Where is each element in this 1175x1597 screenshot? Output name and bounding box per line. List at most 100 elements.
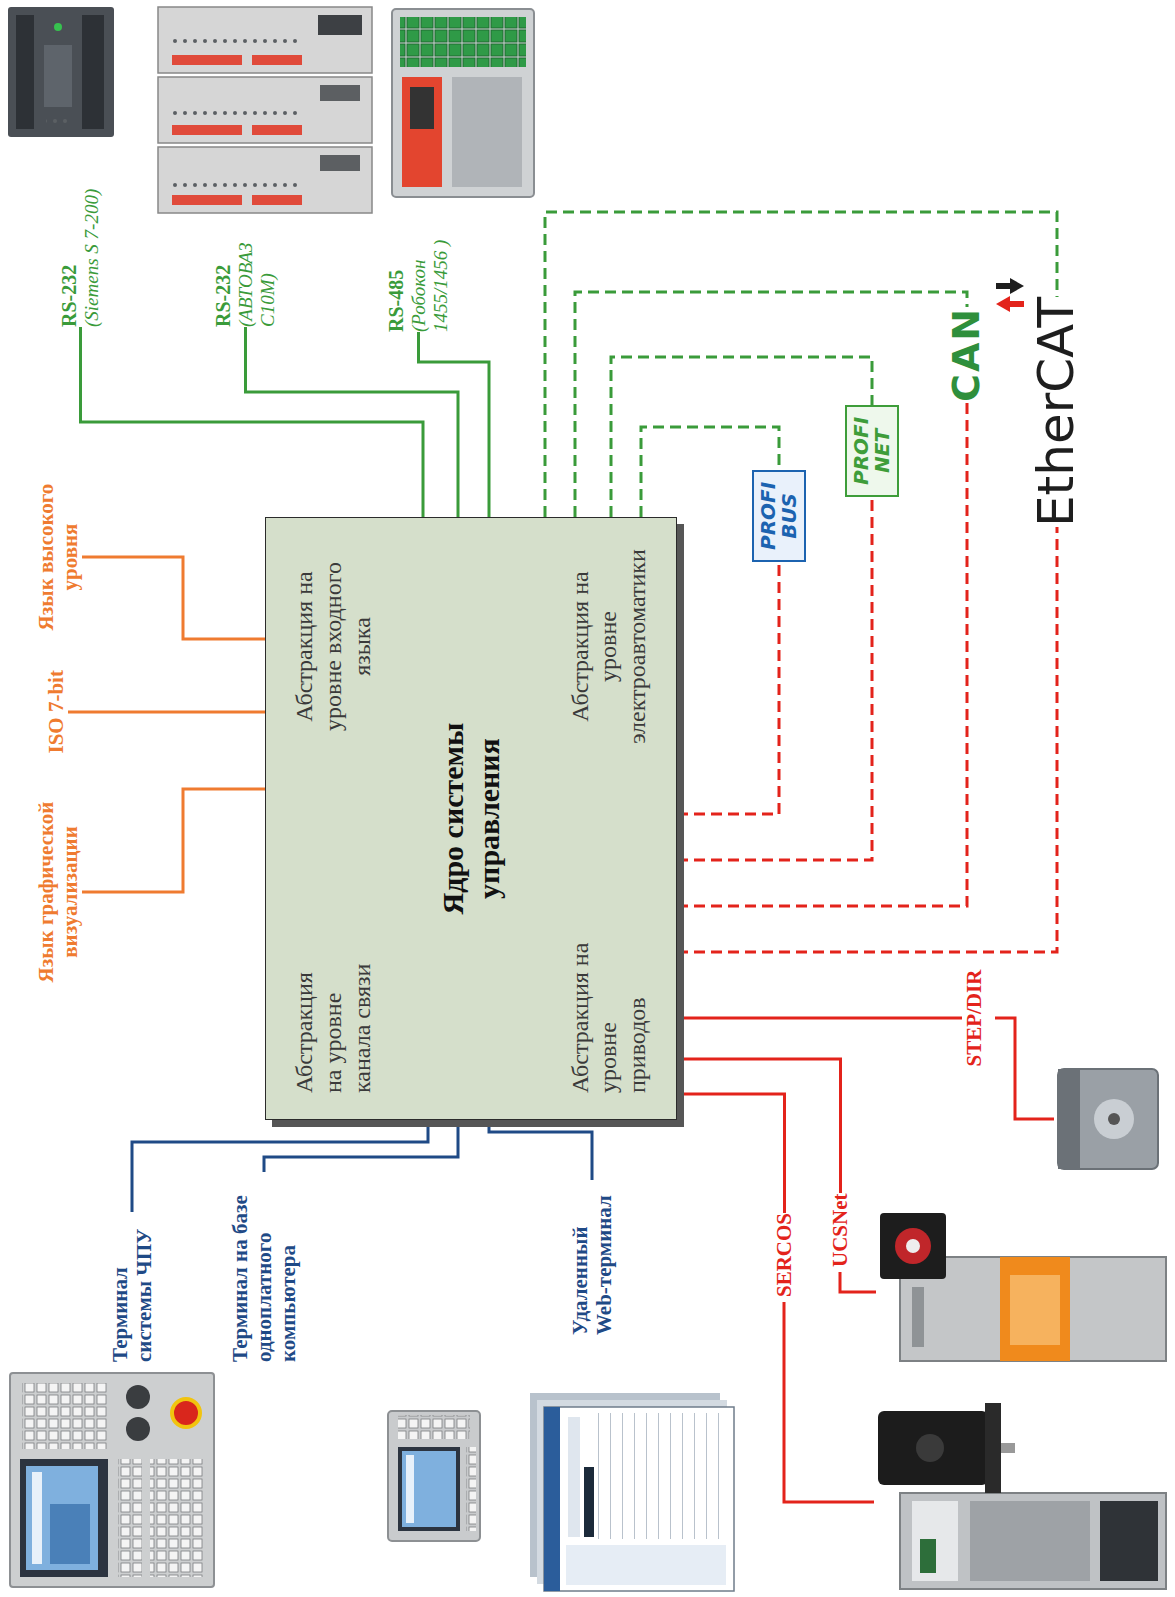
siemens-plc-picture: [44, 45, 72, 107]
sercos-drive-picture: [916, 1434, 944, 1462]
cnc-terminal-picture: [10, 1373, 214, 1587]
cnc-terminal-picture: [22, 1383, 108, 1449]
connector: [264, 1120, 458, 1172]
single-board-terminal-picture: [406, 1455, 414, 1523]
node-text: EtherCAT: [1028, 297, 1086, 527]
avtovaz-controller-picture: [158, 77, 372, 143]
avtovaz-controller-picture: [172, 39, 302, 47]
ucsnet-drive-picture: [880, 1213, 946, 1279]
terminal-label: Терминал на базе одноплатного компьютера: [228, 1172, 300, 1362]
node-text: Абстракция на уровне входного языка: [290, 544, 376, 749]
siemens-plc-picture: [82, 15, 104, 129]
sercos-drive-picture: [878, 1403, 1166, 1589]
cnc-terminal-picture: [20, 1459, 108, 1577]
ethercat-arrows-symbol: [996, 278, 1024, 294]
sercos-drive-picture: [1100, 1501, 1158, 1581]
ucsnet-drive-picture: [1000, 1257, 1070, 1361]
cnc-terminal-picture: [126, 1385, 150, 1409]
robokon-controller-picture: [392, 9, 534, 197]
ethercat-arrows-symbol: [996, 296, 1024, 312]
node-text: Язык высокого уровня: [34, 482, 82, 632]
node-text: Язык графической визуализации: [34, 795, 82, 990]
fieldbus-logo: PROFI NET: [845, 405, 899, 497]
stepper-motor-picture: [1094, 1099, 1134, 1139]
ucsnet-drive-picture: [912, 1287, 924, 1347]
sercos-drive-picture: [878, 1411, 988, 1485]
single-board-terminal-picture: [398, 1447, 460, 1531]
ucsnet-drive-picture: [906, 1239, 920, 1253]
avtovaz-controller-picture: [172, 125, 242, 135]
connector: [132, 1120, 428, 1212]
node-text: RS-485: [385, 214, 408, 332]
web-terminal-picture: [598, 1413, 726, 1539]
avtovaz-controller-picture: [252, 125, 302, 135]
fieldbus-logo: CAN: [945, 307, 989, 402]
web-terminal-picture: [544, 1407, 560, 1591]
siemens-plc-picture: [8, 7, 114, 137]
web-terminal-picture: [544, 1407, 734, 1591]
cnc-terminal-picture: [118, 1459, 142, 1577]
connector: [677, 527, 1057, 952]
ucsnet-drive-picture: [895, 1228, 931, 1264]
sercos-drive-picture: [912, 1501, 958, 1581]
plc-label: RS-485(Робокон 1455/1456 ): [385, 214, 452, 332]
stepper-motor-picture: [1108, 1113, 1120, 1125]
node-text: CAN: [945, 307, 989, 402]
connector: [677, 1017, 962, 1020]
ethercat-arrows-symbol: [996, 278, 1024, 312]
drive-wire: [784, 1302, 874, 1502]
web-terminal-picture: [530, 1393, 734, 1591]
fieldbus-logo: PROFI BUS: [752, 470, 806, 562]
connector: [419, 332, 490, 517]
web-terminal-picture: [568, 1417, 580, 1537]
web-terminal-picture: [566, 1545, 726, 1585]
node-text: Абстракция на уровне приводов: [566, 938, 652, 1093]
plc-label: RS-232(Siemens S 7-200): [58, 189, 103, 327]
cnc-terminal-picture: [172, 1399, 200, 1427]
node-text: (АВТОВАЗ С10М): [235, 217, 279, 327]
drive-interface-label: SERCOS: [772, 1213, 797, 1297]
connector: [68, 711, 265, 714]
single-board-terminal-picture: [398, 1415, 470, 1439]
sercos-drive-picture: [920, 1539, 936, 1573]
siemens-plc-picture: [16, 15, 34, 129]
single-board-terminal-picture: [388, 1411, 480, 1541]
fieldbus-logo: EtherCAT: [1028, 297, 1086, 527]
drive-wire: [995, 1018, 1054, 1119]
connector: [82, 557, 265, 639]
siemens-plc-picture: [8, 7, 114, 137]
node-text: RS-232: [58, 189, 81, 327]
avtovaz-controller-picture: [318, 15, 362, 35]
siemens-plc-picture: [54, 23, 62, 31]
avtovaz-controller-picture: [252, 55, 302, 65]
terminal-label: Удаленный Web-терминал: [568, 1180, 616, 1335]
drive-interface-label: STEP/DIR: [962, 970, 987, 1067]
single-board-terminal-picture: [402, 1451, 456, 1527]
single-board-terminal-picture: [466, 1447, 476, 1531]
connector: [82, 789, 265, 892]
ucsnet-drive-picture: [880, 1213, 1166, 1361]
core-box: Абстракция на уровне канала связиАбстрак…: [265, 517, 677, 1120]
connector: [677, 402, 967, 906]
web-terminal-picture: [584, 1467, 594, 1537]
node-text: PROFI BUS: [758, 482, 800, 550]
avtovaz-controller-picture: [172, 179, 302, 187]
siemens-plc-picture: [46, 115, 70, 127]
avtovaz-controller-picture: [158, 147, 372, 213]
core-title: Ядро системы управления: [435, 704, 507, 934]
node-text: Удаленный Web-терминал: [568, 1180, 616, 1335]
cnc-terminal-picture: [26, 1466, 98, 1570]
avtovaz-controller-picture: [158, 7, 372, 213]
cnc-terminal-picture: [32, 1472, 42, 1564]
terminal-label: Терминал системы ЧПУ: [108, 1212, 156, 1362]
sercos-drive-picture: [900, 1493, 1166, 1589]
sercos-drive-picture: [970, 1501, 1090, 1581]
robokon-controller-picture: [392, 9, 534, 197]
node-text: SERCOS: [772, 1213, 797, 1297]
connector: [489, 1120, 592, 1180]
cnc-terminal-picture: [50, 1504, 90, 1564]
robokon-controller-picture: [410, 87, 434, 129]
avtovaz-controller-picture: [158, 7, 372, 73]
drive-wire: [840, 1272, 876, 1292]
